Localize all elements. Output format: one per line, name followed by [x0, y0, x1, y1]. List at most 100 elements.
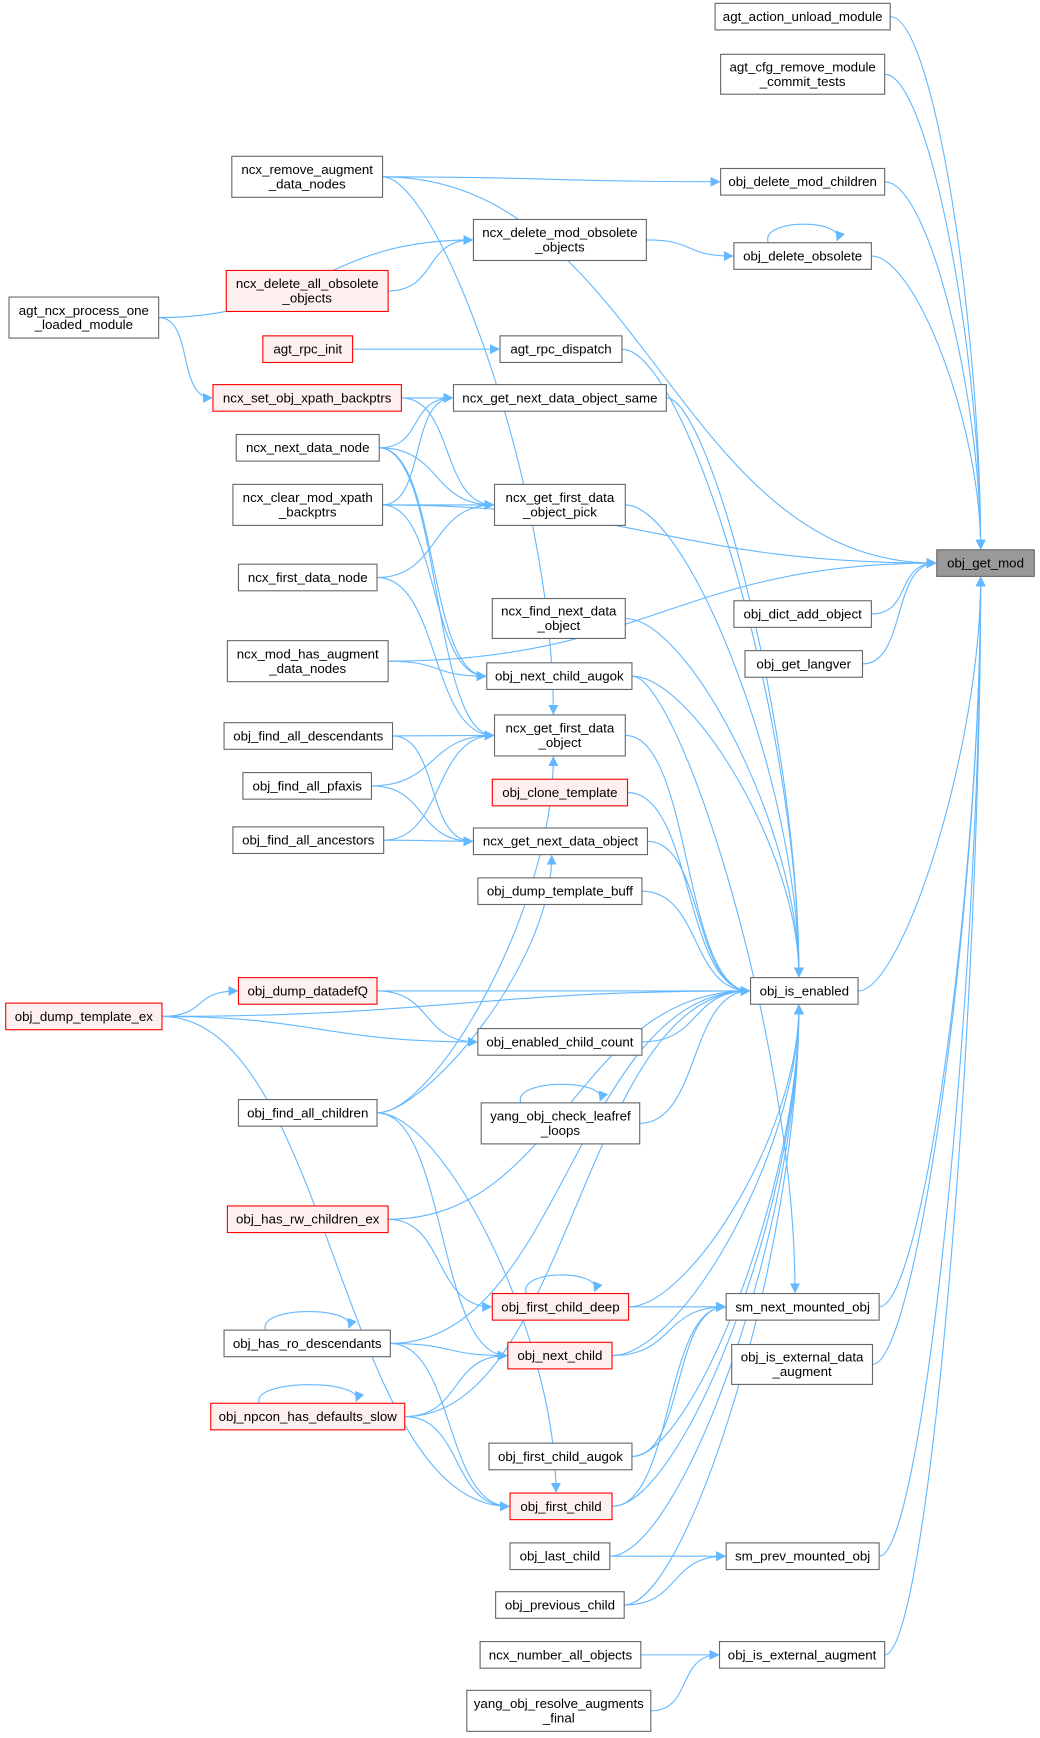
graph-node-obj-has-ro-descendants[interactable]: obj_has_ro_descendants	[223, 1329, 391, 1358]
call-edge	[382, 176, 937, 569]
call-edge	[666, 397, 804, 978]
node-box	[731, 1343, 874, 1385]
graph-node-obj-npcon-has-defaults-slow[interactable]: obj_npcon_has_defaults_slow	[210, 1402, 406, 1431]
call-edge	[390, 1342, 510, 1512]
graph-node-sm-prev-mounted-obj[interactable]: sm_prev_mounted_obj	[725, 1542, 880, 1571]
graph-node-ncx-find-next-data-object[interactable]: ncx_find_next_data_object	[491, 597, 626, 640]
graph-node-obj-first-child-deep[interactable]: obj_first_child_deep	[491, 1292, 630, 1321]
node-box	[749, 977, 859, 1005]
call-edge	[628, 1004, 804, 1308]
graph-node-obj-clone-template[interactable]: obj_clone_template	[491, 778, 629, 807]
graph-node-obj-dump-template-buff[interactable]: obj_dump_template_buff	[477, 877, 643, 906]
node-box	[237, 1098, 378, 1127]
graph-node-obj-find-all-descendants[interactable]: obj_find_all_descendants	[223, 722, 394, 750]
graph-node-ncx-remove-augment-data-nodes[interactable]: ncx_remove_augment_data_nodes	[231, 155, 384, 198]
graph-node-ncx-get-next-data-object[interactable]: ncx_get_next_data_object	[472, 827, 649, 856]
node-box	[491, 597, 626, 640]
call-edge	[647, 840, 751, 996]
graph-node-obj-last-child[interactable]: obj_last_child	[509, 1542, 611, 1571]
node-label: obj_find_all_children	[247, 1105, 368, 1120]
call-edge	[871, 255, 986, 550]
node-label: ncx_set_obj_xpath_backptrs	[223, 390, 392, 405]
call-edge	[382, 176, 721, 187]
call-edge	[379, 392, 454, 449]
graph-node-obj-next-child-augok[interactable]: obj_next_child_augok	[486, 662, 633, 690]
graph-node-obj-has-rw-children-ex[interactable]: obj_has_rw_children_ex	[226, 1205, 389, 1234]
graph-node-ncx-next-data-node[interactable]: ncx_next_data_node	[235, 433, 380, 462]
node-box	[5, 1002, 163, 1031]
graph-node-sm-next-mounted-obj[interactable]: sm_next_mounted_obj	[725, 1292, 880, 1321]
graph-node-obj-previous-child[interactable]: obj_previous_child	[495, 1591, 625, 1619]
call-edge	[650, 1649, 720, 1712]
node-box	[226, 1205, 389, 1234]
node-box	[226, 640, 389, 683]
graph-node-ncx-mod-has-augment-data-nodes[interactable]: ncx_mod_has_augment_data_nodes	[226, 640, 389, 683]
call-edge	[161, 1015, 478, 1047]
node-label: _object	[536, 618, 580, 633]
node-box	[720, 167, 886, 196]
node-box	[509, 1492, 613, 1521]
call-edge	[382, 504, 937, 569]
call-edge	[377, 990, 478, 1047]
node-label: _commit_tests	[759, 74, 846, 89]
call-edge	[383, 730, 495, 841]
graph-node-obj-next-child[interactable]: obj_next_child	[507, 1341, 613, 1370]
node-label: _final	[542, 1710, 575, 1725]
call-edge	[390, 985, 751, 1344]
node-box	[231, 155, 384, 198]
graph-node-obj-first-child-augok[interactable]: obj_first_child_augok	[488, 1442, 633, 1471]
graph-node-yang-obj-resolve-augments-final[interactable]: yang_obj_resolve_augments_final	[466, 1689, 652, 1732]
graph-node-obj-first-child[interactable]: obj_first_child	[509, 1492, 613, 1521]
graph-node-ncx-get-next-data-object-same[interactable]: ncx_get_next_data_object_same	[452, 384, 667, 412]
graph-node-obj-get-mod[interactable]: obj_get_mod	[936, 549, 1035, 577]
node-label: obj_dump_template_ex	[15, 1009, 154, 1024]
node-label: obj_dump_datadefQ	[247, 983, 368, 998]
graph-node-ncx-clear-mod-xpath-backptrs[interactable]: ncx_clear_mod_xpath_backptrs	[232, 483, 384, 526]
graph-node-yang-obj-check-leafref-loops[interactable]: yang_obj_check_leafref_loops	[480, 1102, 641, 1145]
node-box	[486, 662, 633, 690]
graph-node-obj-find-all-pfaxis[interactable]: obj_find_all_pfaxis	[242, 772, 373, 800]
call-edge	[624, 1004, 804, 1606]
graph-node-agt-action-unload-module[interactable]: agt_action_unload_module	[714, 2, 891, 31]
node-label: obj_first_child	[520, 1499, 601, 1514]
graph-node-obj-is-external-augment[interactable]: obj_is_external_augment	[718, 1641, 886, 1669]
graph-node-ncx-get-first-data-object[interactable]: ncx_get_first_data_object	[493, 714, 626, 757]
node-label: _objects	[281, 291, 332, 306]
graph-node-agt-ncx-process-one-loaded-module[interactable]: agt_ncx_process_one_loaded_module	[8, 296, 160, 339]
call-edge	[161, 985, 751, 1017]
node-label: ncx_get_first_data	[506, 490, 615, 505]
node-label: obj_next_child_augok	[495, 669, 624, 684]
call-edge	[641, 890, 751, 996]
graph-node-obj-get-langver[interactable]: obj_get_langver	[744, 650, 864, 678]
graph-node-obj-dict-add-object[interactable]: obj_dict_add_object	[733, 600, 872, 628]
call-edge	[884, 181, 986, 550]
graph-node-obj-dump-template-ex[interactable]: obj_dump_template_ex	[5, 1002, 163, 1031]
node-box	[472, 827, 649, 856]
node-label: ncx_get_first_data	[506, 721, 615, 736]
graph-node-agt-rpc-init[interactable]: agt_rpc_init	[262, 335, 354, 364]
graph-node-obj-is-enabled[interactable]: obj_is_enabled	[749, 977, 859, 1005]
graph-node-ncx-set-obj-xpath-backptrs[interactable]: ncx_set_obj_xpath_backptrs	[212, 384, 402, 412]
node-label: ncx_get_next_data_object_same	[462, 390, 657, 405]
graph-node-ncx-first-data-node[interactable]: ncx_first_data_node	[237, 563, 378, 592]
node-label: obj_first_child_deep	[501, 1299, 619, 1314]
graph-node-ncx-delete-all-obsolete-objects[interactable]: ncx_delete_all_obsolete_objects	[225, 269, 389, 313]
node-label: obj_clone_template	[502, 785, 617, 800]
graph-node-ncx-number-all-objects[interactable]: ncx_number_all_objects	[479, 1641, 642, 1669]
graph-node-ncx-delete-mod-obsolete-objects[interactable]: ncx_delete_mod_obsolete_objects	[472, 218, 647, 262]
graph-node-obj-is-external-data-augment[interactable]: obj_is_external_data_augment	[731, 1343, 874, 1385]
graph-node-obj-delete-obsolete[interactable]: obj_delete_obsolete	[733, 242, 872, 270]
call-edge	[264, 1311, 357, 1331]
graph-node-obj-delete-mod-children[interactable]: obj_delete_mod_children	[720, 167, 886, 196]
graph-node-obj-enabled-child-count[interactable]: obj_enabled_child_count	[477, 1028, 643, 1056]
node-label: agt_action_unload_module	[723, 9, 883, 24]
graph-node-agt-cfg-remove-module-commit-tests[interactable]: agt_cfg_remove_module_commit_tests	[720, 53, 886, 95]
graph-node-agt-rpc-dispatch[interactable]: agt_rpc_dispatch	[499, 335, 623, 364]
graph-node-obj-dump-datadefQ[interactable]: obj_dump_datadefQ	[237, 977, 378, 1005]
graph-node-obj-find-all-ancestors[interactable]: obj_find_all_ancestors	[232, 826, 385, 855]
call-edge	[377, 1112, 508, 1361]
graph-node-obj-find-all-children[interactable]: obj_find_all_children	[237, 1098, 378, 1127]
graph-node-ncx-get-first-data-object-pick[interactable]: ncx_get_first_data_object_pick	[493, 483, 626, 526]
call-edge	[377, 756, 559, 1114]
